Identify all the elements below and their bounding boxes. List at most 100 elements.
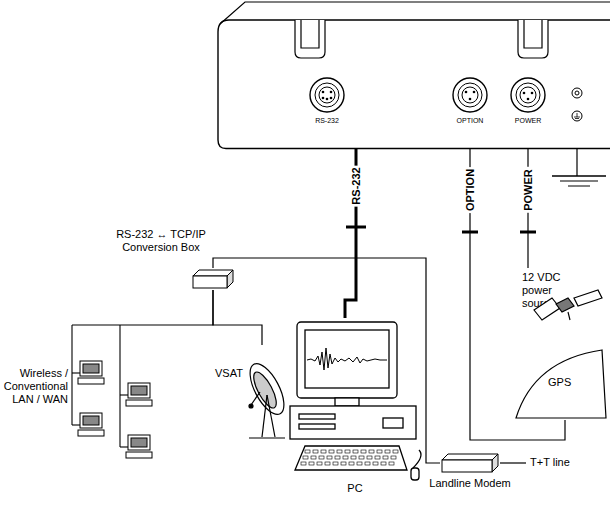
line-art	[126, 452, 152, 458]
line-art	[469, 98, 472, 101]
line-art	[462, 87, 478, 103]
line-art	[249, 369, 280, 411]
line-art	[375, 456, 380, 459]
line-art	[307, 348, 387, 370]
line-art	[227, 270, 233, 288]
line-art	[568, 186, 590, 187]
line-art	[500, 462, 526, 463]
line-art	[325, 462, 330, 465]
line-art	[373, 462, 378, 465]
line-art	[341, 462, 346, 465]
line-art	[218, 20, 610, 149]
cable-label: RS-232	[349, 165, 363, 206]
vsat-dish-art	[215, 345, 290, 445]
line-art	[243, 359, 290, 420]
line-art	[351, 456, 356, 459]
line-art	[330, 91, 333, 94]
line-art	[453, 78, 487, 112]
pc-computer: PC	[285, 318, 425, 500]
line-art	[357, 462, 362, 465]
line-art	[83, 416, 99, 425]
line-art	[511, 78, 545, 112]
line-art	[516, 83, 540, 107]
line-art	[310, 78, 344, 112]
line-art	[71, 325, 72, 425]
line-art	[290, 322, 421, 480]
line-art	[267, 395, 275, 437]
line-art	[120, 394, 128, 395]
gps-antenna-art	[512, 288, 608, 420]
line-art	[365, 462, 370, 465]
line-art	[389, 462, 394, 465]
line-art	[131, 386, 147, 395]
line-art	[299, 414, 335, 419]
line-art	[315, 83, 339, 107]
line-art	[369, 450, 374, 453]
line-art	[78, 361, 152, 458]
line-art	[465, 91, 468, 94]
line-art	[367, 456, 372, 459]
line-art	[391, 456, 396, 459]
line-art	[78, 430, 104, 436]
node-label: POWER	[508, 117, 548, 125]
cable-connector	[213, 290, 262, 345]
line-art	[337, 450, 342, 453]
line-art	[327, 456, 332, 459]
line-art	[492, 454, 498, 472]
line-art	[442, 460, 492, 472]
line-art	[516, 290, 606, 418]
line-art	[251, 392, 260, 405]
line-art	[560, 180, 598, 181]
line-art	[411, 468, 419, 480]
line-art	[361, 450, 366, 453]
line-art	[72, 325, 128, 447]
line-art	[458, 83, 482, 107]
line-art	[383, 456, 388, 459]
line-art	[193, 276, 227, 288]
pc-computer-art	[285, 318, 425, 500]
line-art	[72, 424, 80, 425]
line-art	[295, 20, 325, 58]
line-art	[335, 456, 340, 459]
node-label: PC	[335, 482, 375, 495]
conversion-box: RS-232 ↔ TCP/IP Conversion Box	[191, 268, 235, 290]
gps-antenna: GPS	[512, 288, 608, 420]
line-art	[290, 406, 416, 439]
node-label: RS-232 ↔ TCP/IP Conversion Box	[96, 228, 226, 254]
line-art	[516, 350, 606, 418]
line-art	[534, 298, 560, 320]
line-art	[317, 462, 322, 465]
conversion-box-art	[191, 268, 235, 290]
line-art	[527, 98, 530, 101]
line-art	[220, 2, 610, 24]
line-art	[72, 372, 80, 373]
landline-modem-art	[440, 452, 500, 474]
line-art	[83, 364, 99, 373]
line-art	[377, 450, 382, 453]
line-art	[385, 450, 390, 453]
node-label: Landline Modem	[420, 477, 520, 490]
line-art	[72, 324, 120, 325]
line-art	[442, 454, 498, 460]
line-art	[301, 462, 306, 465]
line-art	[518, 20, 548, 58]
line-art	[262, 395, 267, 437]
line-art	[568, 312, 570, 320]
line-art	[128, 435, 150, 450]
line-art	[330, 97, 333, 100]
line-art	[322, 97, 325, 100]
cable-label: OPTION	[463, 167, 477, 213]
line-art	[349, 462, 354, 465]
line-art	[523, 92, 526, 95]
node-label: VSAT	[215, 367, 243, 380]
line-art	[309, 462, 314, 465]
line-art	[311, 456, 316, 459]
cable-connector	[120, 290, 213, 325]
line-art	[303, 456, 308, 459]
line-art	[329, 450, 334, 453]
datalogger-housing-art	[215, 0, 610, 149]
line-art	[128, 383, 150, 398]
line-art	[531, 92, 534, 95]
line-art	[574, 113, 580, 119]
line-art	[119, 325, 120, 447]
